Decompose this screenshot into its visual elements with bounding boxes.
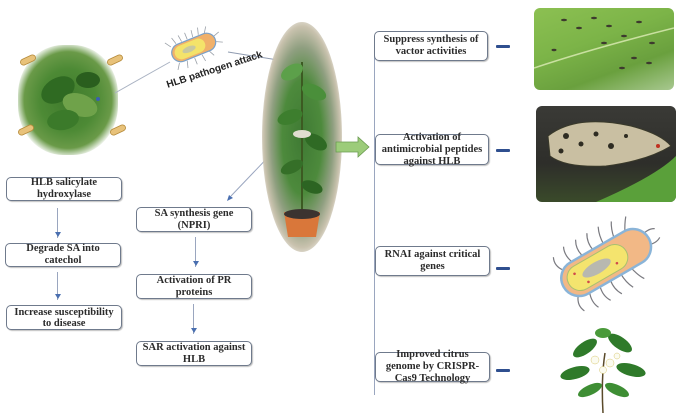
right-arrow-icon <box>496 369 510 372</box>
plant-leaves-icon <box>277 62 327 237</box>
left-chain-box-3: Increase susceptibility to disease <box>6 305 122 330</box>
middle-connector-2 <box>193 304 194 334</box>
arrowhead-icon <box>193 261 199 266</box>
green-arrow-icon <box>335 136 370 158</box>
leaf-with-psyllids-image <box>534 8 674 90</box>
hlb-bacterium-icon <box>164 26 223 71</box>
right-chain-box-4: Improved citrus genome by CRISPR-Cas9 Te… <box>375 349 490 384</box>
arrowhead-icon <box>55 232 61 237</box>
psyllid-dots-icon <box>534 16 674 70</box>
leaf-shapes-icon <box>41 72 100 131</box>
left-connector-1 <box>57 208 58 238</box>
psyllid-insect-icon <box>547 121 676 202</box>
right-chain-box-1: Suppress synthesis of vactor activities <box>374 31 488 61</box>
middle-connector-1 <box>195 237 196 267</box>
arrowhead-icon <box>55 294 61 299</box>
citrus-plant-image <box>262 22 342 252</box>
citrus-branch-icon <box>560 328 646 413</box>
right-arrow-icon <box>496 45 510 48</box>
middle-chain-box-3: SAR activation against HLB <box>136 341 252 366</box>
right-spine-line <box>374 50 375 395</box>
citrus-branch-flowers-image <box>555 318 650 413</box>
bacterium-cell-icon <box>552 216 661 312</box>
right-chain-box-3: RNAI against critical genes <box>375 246 490 276</box>
asian-citrus-psyllid-image <box>536 106 676 202</box>
right-chain-box-2: Activation of antimicrobial peptides aga… <box>375 132 489 167</box>
left-chain-box-1: HLB salicylate hydroxylase <box>6 177 122 201</box>
middle-chain-box-2: Activation of PR proteins <box>136 274 252 299</box>
arrowhead-icon <box>191 328 197 333</box>
right-arrow-icon <box>496 267 510 270</box>
middle-chain-box-1: SA synthesis gene (NPRI) <box>136 207 252 232</box>
bacterium-illustration-image <box>545 212 670 312</box>
left-connector-2 <box>57 272 58 300</box>
left-chain-box-2: Degrade SA into catechol <box>5 243 121 267</box>
right-arrow-icon <box>496 149 510 152</box>
infected-citrus-leaves-image <box>18 45 118 155</box>
small-bacteria-icons <box>18 54 126 136</box>
